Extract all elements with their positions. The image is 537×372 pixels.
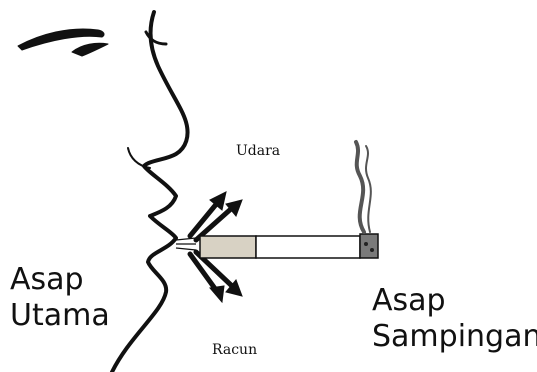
label-asap-sampingan-line1: Asap [372,283,537,319]
label-udara: Udara [236,143,280,159]
cigarette [200,234,378,258]
cigarette-ash [360,234,378,258]
profile-outline [112,12,188,372]
arrows-racun [190,252,242,302]
label-asap-utama-line1: Asap [10,262,110,298]
label-asap-sampingan-line2: Sampingan [372,319,537,355]
label-asap-utama: Asap Utama [10,262,110,334]
arrows-udara [190,192,242,240]
label-asap-sampingan: Asap Sampingan [372,283,537,355]
label-asap-utama-line2: Utama [10,298,110,334]
label-racun: Racun [212,342,257,358]
cigarette-body [256,236,360,258]
eye [72,43,108,56]
side-smoke [356,142,371,232]
cigarette-filter [200,236,256,258]
mouth-smoke-lines [176,238,196,250]
